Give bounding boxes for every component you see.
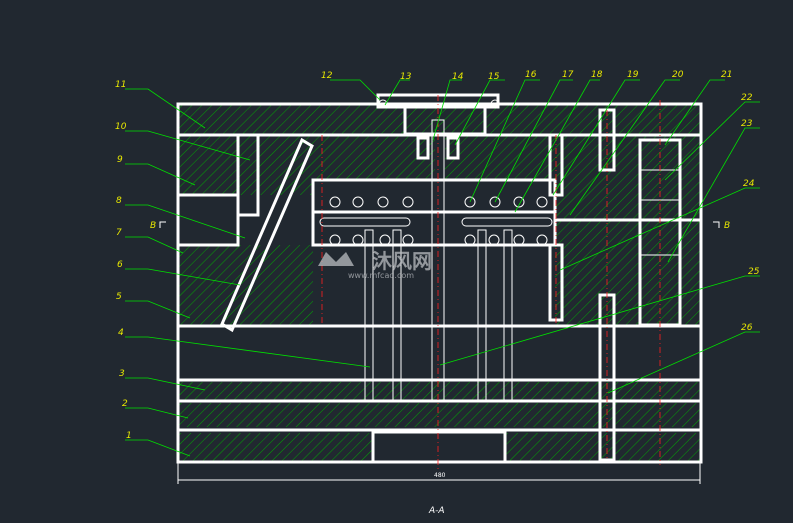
leader-lines <box>125 79 760 457</box>
watermark-url: www.mfcad.com <box>348 271 414 280</box>
callout-3: 3 <box>119 369 125 379</box>
dimension-value: 480 <box>434 472 446 479</box>
watermark-brand: 沐风网 <box>372 249 432 273</box>
cooling-channels <box>319 196 553 246</box>
callout-4: 4 <box>118 328 124 338</box>
callout-25: 25 <box>748 267 760 277</box>
section-mark-left: B <box>150 221 156 231</box>
callout-12: 12 <box>321 71 333 81</box>
section-title: A-A <box>428 506 445 516</box>
section-mark-right: B <box>724 221 730 231</box>
watermark: 沐风网 www.mfcad.com <box>318 249 432 280</box>
hatched-regions <box>178 105 700 461</box>
mfcad-logo-icon <box>318 252 354 266</box>
callout-13: 13 <box>400 72 412 82</box>
callout-6: 6 <box>117 260 123 270</box>
section-marks: B B <box>150 221 730 231</box>
callout-labels: 1 2 3 4 5 6 7 8 9 10 11 12 13 14 15 16 1… <box>115 70 760 441</box>
callout-2: 2 <box>122 399 128 409</box>
callout-19: 19 <box>627 70 639 80</box>
overall-dimension: 480 <box>177 462 701 484</box>
callout-11: 11 <box>115 80 126 90</box>
callout-22: 22 <box>741 93 753 103</box>
callout-18: 18 <box>591 70 603 80</box>
callout-10: 10 <box>115 122 127 132</box>
callout-17: 17 <box>562 70 574 80</box>
callout-7: 7 <box>116 228 122 238</box>
callout-16: 16 <box>525 70 537 80</box>
callout-21: 21 <box>721 70 732 80</box>
callout-14: 14 <box>452 72 464 82</box>
centerlines <box>321 95 661 470</box>
callout-15: 15 <box>488 72 500 82</box>
callout-8: 8 <box>116 196 122 206</box>
callout-23: 23 <box>741 119 753 129</box>
callout-24: 24 <box>743 179 755 189</box>
inclined-lifter <box>220 137 314 333</box>
callout-9: 9 <box>117 155 123 165</box>
callout-20: 20 <box>672 70 684 80</box>
callout-26: 26 <box>741 323 753 333</box>
callout-1: 1 <box>126 431 132 441</box>
callout-5: 5 <box>116 292 122 302</box>
